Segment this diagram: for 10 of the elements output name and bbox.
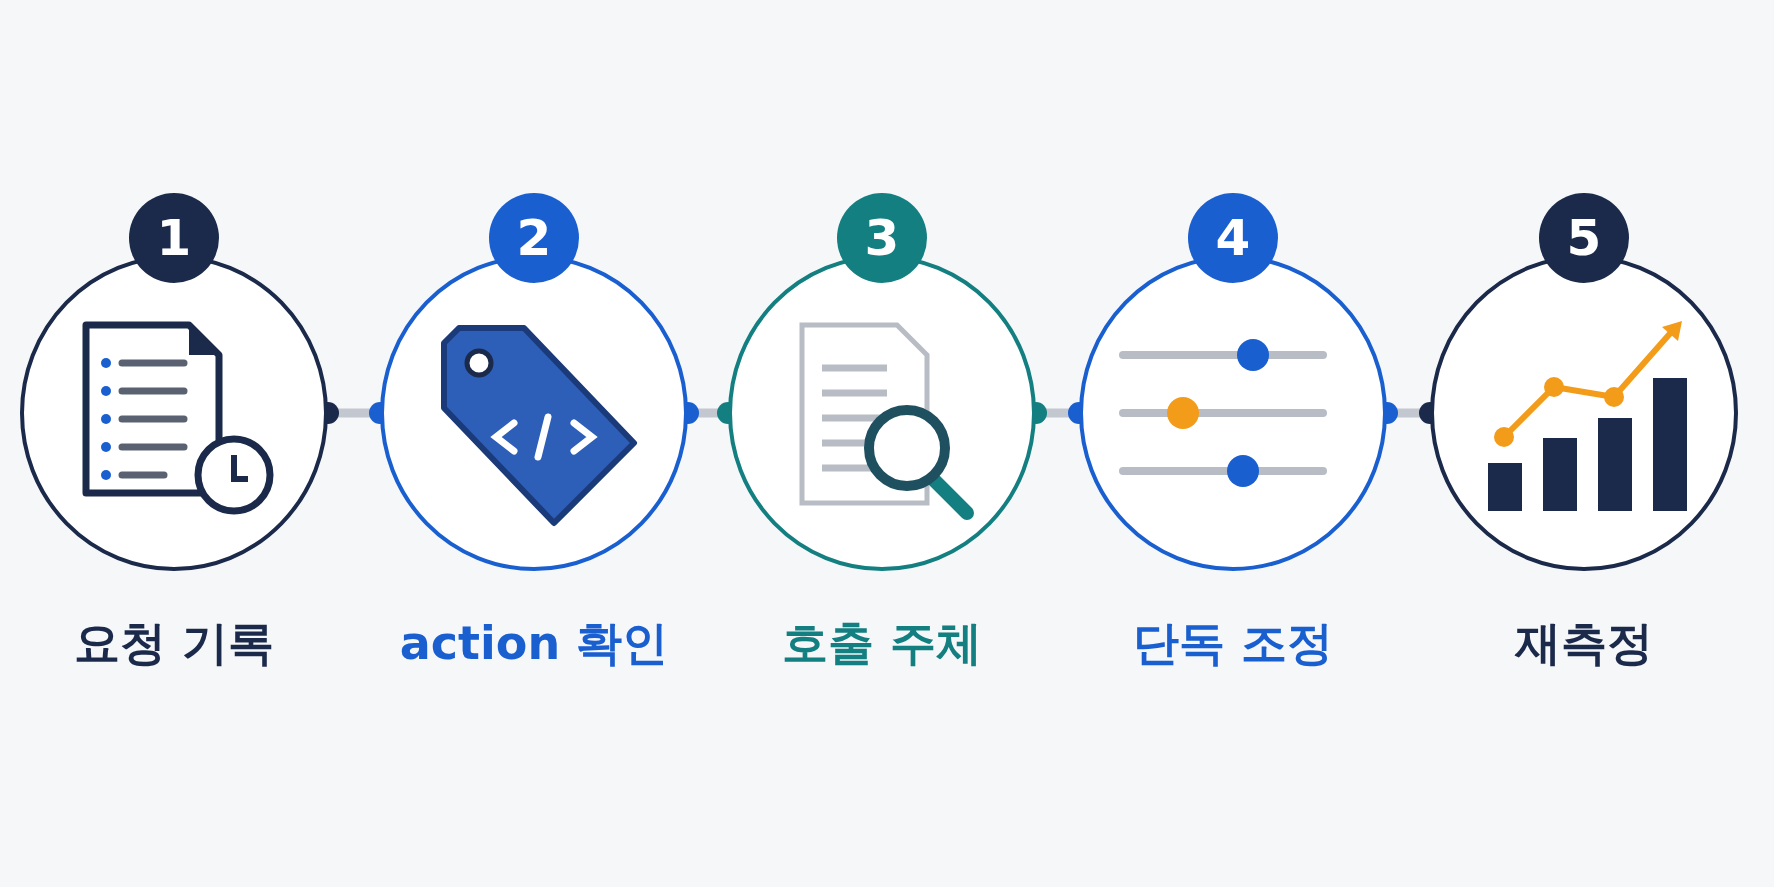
number-badge: 2 bbox=[489, 193, 579, 283]
step-label: 요청 기록 bbox=[73, 615, 275, 672]
number-badge: 3 bbox=[837, 193, 927, 283]
step-label: 호출 주체 bbox=[781, 615, 983, 672]
step-label: 단독 조정 bbox=[1132, 615, 1334, 672]
number-badge: 1 bbox=[129, 193, 219, 283]
step-label: 재측정 bbox=[1513, 615, 1654, 672]
number-badge: 4 bbox=[1188, 193, 1278, 283]
number-badge: 5 bbox=[1539, 193, 1629, 283]
step-label: action 확인 bbox=[398, 615, 670, 672]
